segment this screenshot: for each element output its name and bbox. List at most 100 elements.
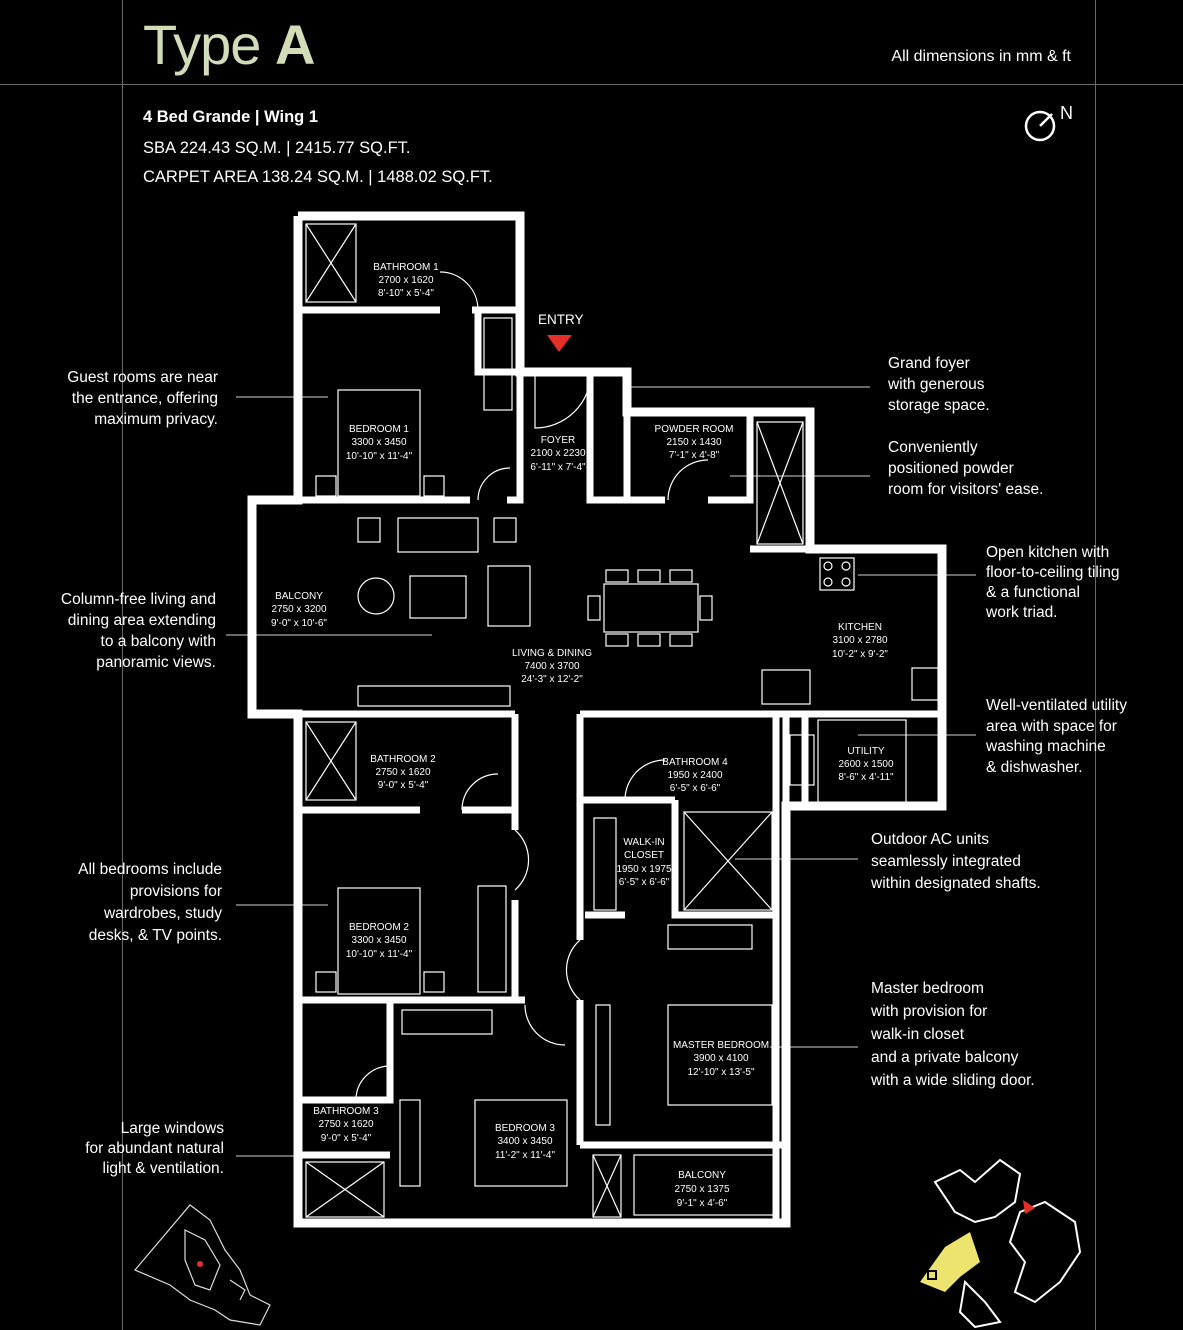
- entry-label: ENTRY: [538, 312, 584, 327]
- room-dim-ft: 11'-2" x 11'-4": [495, 1150, 555, 1161]
- callout-line: & dishwasher.: [986, 758, 1083, 776]
- room-name-bathroom3: BATHROOM 3: [313, 1106, 379, 1117]
- callout-line: within designated shafts.: [871, 875, 1041, 892]
- entry-arrow-icon: [547, 335, 572, 352]
- room-dim-ft: 7'-1" x 4'-8": [669, 450, 720, 461]
- callout-kitchen: Open kitchen with floor-to-ceiling tilin…: [986, 543, 1176, 623]
- entry-marker-icon: [1023, 1200, 1035, 1214]
- super-built-area: SBA 224.43 SQ.M. | 2415.77 SQ.FT.: [143, 139, 411, 157]
- room-dim-ft: 9'-1" x 4'-6": [677, 1198, 728, 1209]
- room-name-bathroom4: BATHROOM 4: [662, 757, 728, 768]
- wardrobe-icon: [477, 885, 507, 993]
- stove-icon: [819, 557, 855, 591]
- carpet-area: CARPET AREA 138.24 SQ.M. | 1488.02 SQ.FT…: [143, 168, 493, 186]
- callout-line: Master bedroom: [871, 980, 984, 997]
- callout-guest-rooms: Guest rooms are near the entrance, offer…: [30, 367, 218, 430]
- sink-icon: [911, 667, 939, 701]
- callout-line: provisions for: [129, 883, 222, 900]
- bed-icon: [667, 1004, 773, 1106]
- callout-ac-units: Outdoor AC units seamlessly integrated w…: [871, 829, 1081, 895]
- callout-line: light & ventilation.: [102, 1160, 225, 1177]
- room-name-balcony1: BALCONY: [275, 591, 323, 602]
- callout-line: Large windows: [120, 1120, 224, 1137]
- room-name-utility: UTILITY: [847, 746, 885, 757]
- callout-line: walk-in closet: [871, 1026, 965, 1043]
- room-name-balcony2: BALCONY: [678, 1170, 726, 1181]
- room-dim-mm: 3100 x 2780: [832, 635, 887, 646]
- callout-utility: Well-ventilated utility area with space …: [986, 696, 1176, 778]
- room-dim-ft: 6'-5" x 6'-6": [619, 877, 670, 888]
- room-dim-ft: 9'-0" x 5'-4": [321, 1133, 372, 1144]
- room-dim-mm: 2750 x 3200: [271, 604, 326, 615]
- callout-line: & a functional: [986, 584, 1080, 601]
- unit-type: 4 Bed Grande | Wing 1: [143, 108, 318, 126]
- room-dim-mm: 7400 x 3700: [524, 661, 579, 672]
- room-name-bathroom1: BATHROOM 1: [373, 262, 439, 273]
- ac-shaft-icons: [305, 223, 804, 1218]
- chair-icon: [357, 577, 395, 615]
- room-dim-mm: 3400 x 3450: [497, 1136, 552, 1147]
- room-name-walkin: WALK-IN: [623, 837, 664, 848]
- callout-line: Guest rooms are near: [67, 369, 218, 386]
- highlighted-wing: [920, 1232, 980, 1292]
- outer-walls: [247, 211, 947, 1228]
- callout-windows: Large windows for abundant natural light…: [40, 1119, 224, 1179]
- room-name-bathroom2: BATHROOM 2: [370, 754, 436, 765]
- room-dim-mm: 2750 x 1620: [375, 767, 430, 778]
- callout-line: work triad.: [986, 604, 1058, 621]
- room-dim-ft: 10'-10" x 11'-4": [346, 451, 413, 462]
- site-plan-icon: [134, 1204, 271, 1326]
- callout-line: Open kitchen with: [986, 544, 1110, 561]
- room-name-kitchen: KITCHEN: [838, 622, 882, 633]
- room-name-master: MASTER BEDROOM: [673, 1040, 769, 1051]
- dimensions-note: All dimensions in mm & ft: [891, 48, 1071, 65]
- room-dim-ft: 8'-10" x 5'-4": [378, 288, 434, 299]
- callout-line: and a private balcony: [871, 1049, 1019, 1066]
- room-dim-mm: 2150 x 1430: [666, 437, 721, 448]
- callout-foyer: Grand foyer with generous storage space.: [888, 353, 1088, 416]
- callout-line: maximum privacy.: [94, 411, 218, 428]
- callout-line: for abundant natural: [85, 1140, 224, 1157]
- room-name-foyer: FOYER: [541, 435, 575, 446]
- interior-walls: [252, 306, 942, 1223]
- room-dim-ft: 9'-0" x 5'-4": [378, 780, 429, 791]
- title-prefix: Type: [143, 13, 261, 76]
- room-dim-ft: 12'-10" x 13'-5": [687, 1067, 755, 1078]
- room-dim-mm: 2750 x 1620: [318, 1119, 373, 1130]
- bed-icon: [474, 1099, 568, 1187]
- wardrobe-icon: [667, 924, 753, 950]
- callout-line: Outdoor AC units: [871, 831, 990, 848]
- callout-line: with provision for: [871, 1003, 988, 1020]
- armchair-icon: [487, 565, 531, 627]
- north-compass-icon: N: [1024, 103, 1073, 142]
- room-name-living: LIVING & DINING: [512, 648, 592, 659]
- callout-line: to a balcony with: [100, 633, 216, 650]
- dining-table-icon: [603, 583, 699, 633]
- room-dim-ft: 8'-6" x 4'-11": [838, 772, 894, 783]
- room-name-bedroom1: BEDROOM 1: [349, 424, 409, 435]
- room-name-walkin: CLOSET: [624, 850, 664, 861]
- callout-line: desks, & TV points.: [88, 927, 222, 944]
- frame-rule-right: [1095, 0, 1096, 1330]
- callout-line: Column-free living and: [60, 591, 216, 608]
- room-dim-ft: 10'-10" x 11'-4": [346, 949, 413, 960]
- bed-icon: [337, 389, 421, 497]
- bed-icon: [337, 887, 421, 995]
- room-dim-ft: 6'-5" x 6'-6": [670, 783, 721, 794]
- room-dim-ft: 6'-11" x 7'-4": [530, 462, 586, 473]
- wardrobe-icon: [401, 1009, 493, 1035]
- frame-rule-left: [122, 0, 123, 1330]
- fridge-icon: [761, 669, 811, 705]
- coffee-table-icon: [409, 575, 467, 619]
- room-name-bedroom3: BEDROOM 3: [495, 1123, 555, 1134]
- room-dim-mm: 2750 x 1375: [674, 1184, 729, 1195]
- room-dim-mm: 2700 x 1620: [378, 275, 433, 286]
- room-dim-mm: 1950 x 2400: [667, 770, 722, 781]
- wardrobe-icon: [483, 317, 513, 411]
- frame-rule-top: [0, 84, 1183, 85]
- room-dim-mm: 3300 x 3450: [351, 935, 406, 946]
- north-label: N: [1060, 103, 1073, 123]
- sofa-icon: [397, 517, 479, 553]
- callout-line: Conveniently: [888, 439, 978, 456]
